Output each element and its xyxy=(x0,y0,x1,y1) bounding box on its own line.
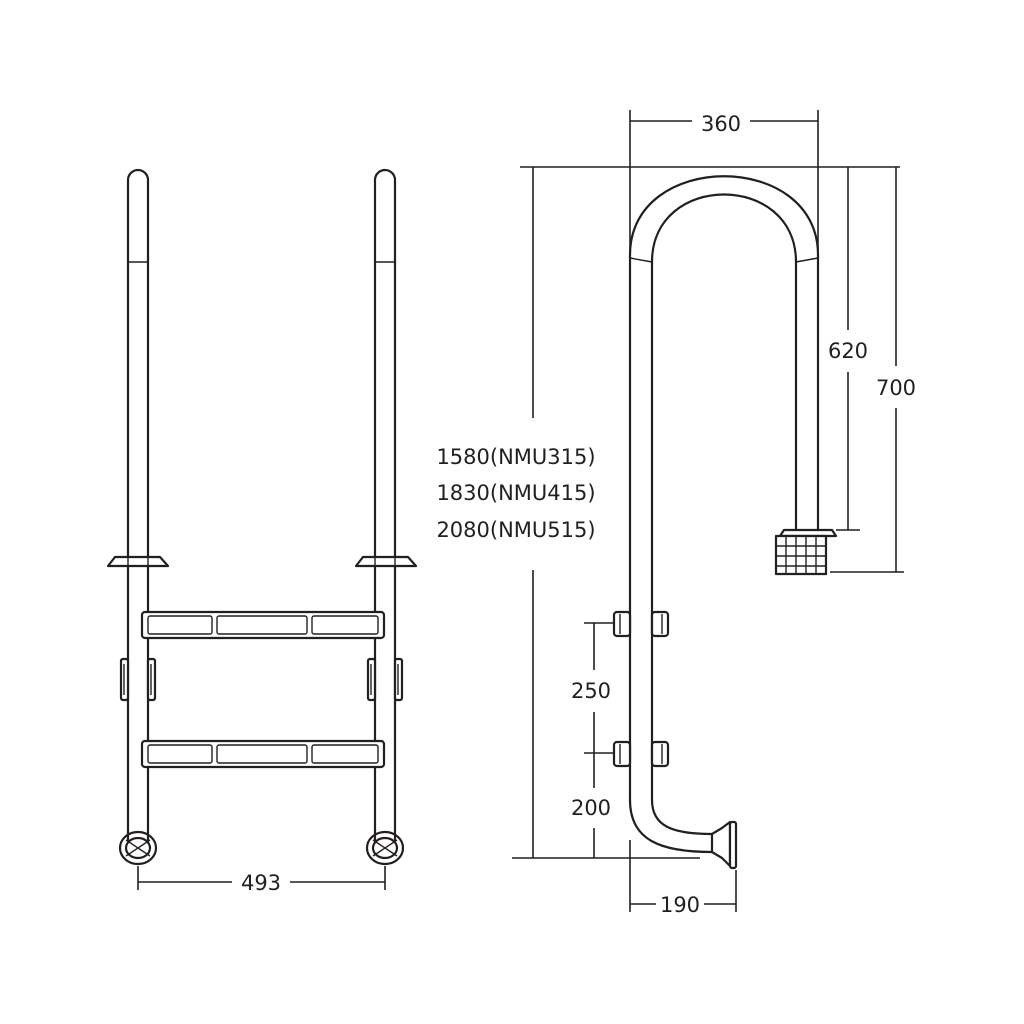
base-offset-label: 190 xyxy=(660,893,700,917)
inner-drop-label: 620 xyxy=(828,339,868,363)
outer-drop-dimension: 700 xyxy=(830,167,916,573)
step-spacing-label: 250 xyxy=(571,679,611,703)
bottom-curve-outer xyxy=(628,798,714,854)
right-rail xyxy=(373,168,397,842)
side-view: 360 1580(NMU315) 1830(NMU415) 2080(NMU51… xyxy=(436,110,916,917)
base-offset-dimension: 190 xyxy=(629,840,737,917)
base-flange xyxy=(710,820,738,870)
inner-drop-dimension: 620 xyxy=(828,167,868,531)
left-rail xyxy=(126,168,150,842)
top-width-dimension: 360 xyxy=(629,110,819,250)
upper-step xyxy=(140,610,386,640)
left-clamps xyxy=(119,657,157,702)
lower-step-clamps xyxy=(612,740,670,768)
right-foot xyxy=(365,830,405,866)
outer-drop-label: 700 xyxy=(876,376,916,400)
height-label-nmu515: 2080(NMU515) xyxy=(436,518,595,542)
front-view: 493 xyxy=(106,168,418,895)
height-label-nmu315: 1580(NMU315) xyxy=(436,445,595,469)
top-width-label: 360 xyxy=(701,112,741,136)
handrail-inner xyxy=(650,193,798,802)
left-flange xyxy=(106,555,170,568)
width-label: 493 xyxy=(241,871,281,895)
left-foot xyxy=(118,830,158,866)
bottom-step-label: 200 xyxy=(571,796,611,820)
upper-step-clamps xyxy=(612,610,670,638)
right-clamps xyxy=(366,657,404,702)
step-dimensions: 250 200 xyxy=(571,622,614,858)
top-anchor xyxy=(774,528,838,576)
bottom-curve-inner xyxy=(650,798,714,836)
lower-step xyxy=(140,739,386,769)
height-label-nmu415: 1830(NMU415) xyxy=(436,481,595,505)
overall-height-dimension: 1580(NMU315) 1830(NMU415) 2080(NMU515) xyxy=(436,167,700,859)
right-flange xyxy=(354,555,418,568)
width-dimension: 493 xyxy=(137,866,386,895)
handrail-outer xyxy=(628,175,820,802)
